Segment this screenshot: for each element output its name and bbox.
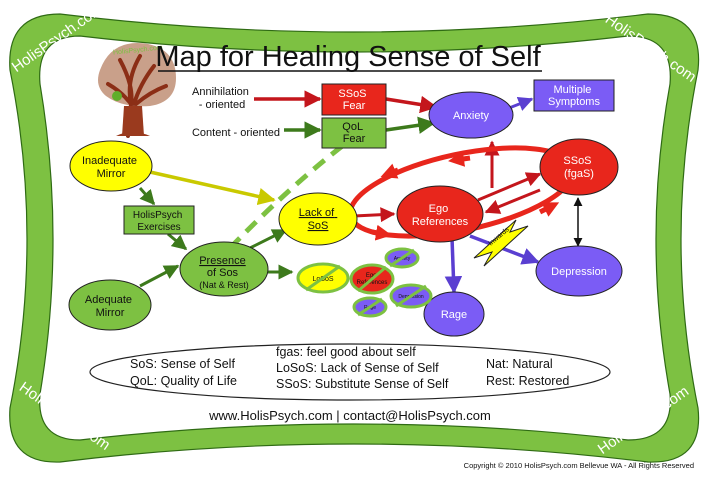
crossed-ego-line-1: Ego [366, 273, 377, 279]
annihilation-line-2: - oriented [199, 99, 245, 111]
arrow-ego-to-rage [444, 237, 463, 294]
presence-line-2: of Sos [207, 267, 239, 279]
qol-fear-line-2: Fear [343, 133, 366, 145]
footer-links[interactable]: www.HolisPsych.com | contact@HolisPsych.… [208, 408, 491, 423]
arrow-inadequate-to-lack [149, 170, 276, 206]
anxiety-node [428, 91, 514, 139]
crossed-anxiety-slash [389, 248, 415, 268]
qol-fear-box [321, 117, 387, 149]
qol-fear-label: QoL Fear [342, 121, 365, 145]
depression-node [535, 245, 623, 297]
crossed-ego-slash [357, 265, 387, 293]
legend-column-1: SoS: Sense of Self QoL: Quality of Life [130, 357, 238, 388]
arrow-ssos-fear-to-anxiety [385, 95, 438, 114]
inadequate-mirror-node [69, 140, 153, 192]
cycle-arrowhead-4 [371, 224, 392, 241]
cycle-arrowhead-3 [538, 202, 560, 217]
ssos-fgas-node [539, 138, 619, 196]
ssos-fear-line-1: SSoS [338, 88, 366, 100]
ego-references-label: Ego References [412, 203, 469, 228]
cycle-arrowhead-1 [380, 163, 399, 179]
annihilation-oriented-label: Annihilation - oriented [192, 86, 252, 111]
lack-line-1: Lack of [299, 207, 335, 219]
inadequate-mirror-label: Inadequate Mirror [82, 155, 140, 180]
exercises-line-2: Exercises [137, 222, 180, 233]
legend-sos: SoS: Sense of Self [130, 357, 235, 371]
content-oriented-label: Content - oriented [192, 127, 280, 139]
symptoms-line-2: Symptoms [548, 96, 600, 108]
arrow-ego-to-depression [469, 234, 540, 265]
legend-column-2: fgas: feel good about self LoSoS: Lack o… [276, 345, 449, 391]
ssos-fear-line-2: Fear [343, 100, 366, 112]
ssos-fear-label: SSoS Fear [338, 88, 369, 112]
crossed-out-group: LoSoS Ego References Anxiety Rage Depres… [296, 247, 433, 318]
legend-panel [89, 343, 611, 401]
adequate-line-1: Adequate [85, 294, 132, 306]
ssos-fear-box [321, 83, 387, 116]
lack-line-2: SoS [308, 220, 329, 232]
legend-column-3: Nat: Natural Rest: Restored [486, 357, 569, 388]
legend-rest: Rest: Restored [486, 374, 569, 388]
cycle-arrowhead-2 [448, 150, 471, 167]
arrow-ssos-fgas-to-ego [484, 188, 541, 214]
fgas-line-1: SSoS [563, 155, 591, 167]
depression-label: Depression [551, 266, 607, 278]
crossed-ego-line-2: References [357, 280, 388, 286]
adequate-mirror-node [68, 279, 152, 331]
ego-line-1: Ego [429, 203, 449, 215]
presence-line-3: (Nat & Rest) [199, 280, 249, 290]
rage-label: Rage [441, 309, 467, 321]
copyright-notice: Copyright © 2010 HolisPsych.com Bellevue… [464, 461, 694, 470]
page-title: Map for Healing Sense of Self [155, 41, 541, 73]
presence-line-1: Presence [199, 255, 245, 267]
inadequate-line-2: Mirror [97, 168, 126, 180]
legend-ssos: SSoS: Substitute Sense of Self [276, 377, 449, 391]
arrow-ego-to-ssos-fgas [477, 172, 542, 202]
frame-inner-panel [39, 35, 671, 441]
adequate-line-2: Mirror [96, 307, 125, 319]
crossed-depression-slash [395, 284, 427, 308]
crossed-ego-label: Ego References [357, 273, 388, 286]
lack-of-sos-label: Lack of SoS [299, 207, 338, 232]
exercises-line-1: HolisPsych [133, 210, 182, 221]
adequate-mirror-label: Adequate Mirror [85, 294, 135, 319]
fgas-line-2: (fgaS) [564, 168, 594, 180]
presence-of-sos-label: Presence of Sos (Nat & Rest) [199, 255, 249, 290]
tree-logo: HolisPsych.com [98, 43, 176, 138]
legend-fgas: fgas: feel good about self [276, 345, 416, 359]
annihilation-line-1: Annihilation [192, 86, 249, 98]
lack-of-sos-node [278, 192, 358, 246]
ego-references-node [396, 185, 484, 243]
symptoms-line-1: Multiple [554, 84, 592, 96]
arrow-qol-fear-to-anxiety [385, 116, 436, 134]
multiple-symptoms-label: Multiple Symptoms [548, 84, 600, 108]
holispsych-exercises-label: HolisPsych Exercises [133, 210, 185, 233]
arrow-exercises-to-presence [167, 232, 188, 251]
arrow-inadequate-to-exercises [138, 187, 156, 206]
arrow-adequate-to-presence [139, 264, 180, 288]
rage-node [423, 291, 485, 337]
crossed-losos-slash [305, 264, 341, 292]
arrow-presence-to-lack [249, 228, 288, 250]
arrow-lack-to-ego [353, 207, 396, 223]
ssos-fgas-label: SSoS (fgaS) [563, 155, 594, 180]
ego-line-2: References [412, 216, 469, 228]
legend-nat: Nat: Natural [486, 357, 553, 371]
anxiety-label: Anxiety [453, 110, 490, 122]
presence-of-sos-node [179, 241, 269, 297]
multiple-symptoms-box [533, 79, 615, 112]
legend-losos: LoSoS: Lack of Sense of Self [276, 361, 439, 375]
holispsych-exercises-box [123, 205, 195, 235]
legend-qol: QoL: Quality of Life [130, 374, 237, 388]
qol-fear-line-1: QoL [342, 121, 363, 133]
inadequate-line-1: Inadequate [82, 155, 137, 167]
crossed-rage-slash [357, 297, 383, 317]
logo-flower [112, 91, 122, 101]
